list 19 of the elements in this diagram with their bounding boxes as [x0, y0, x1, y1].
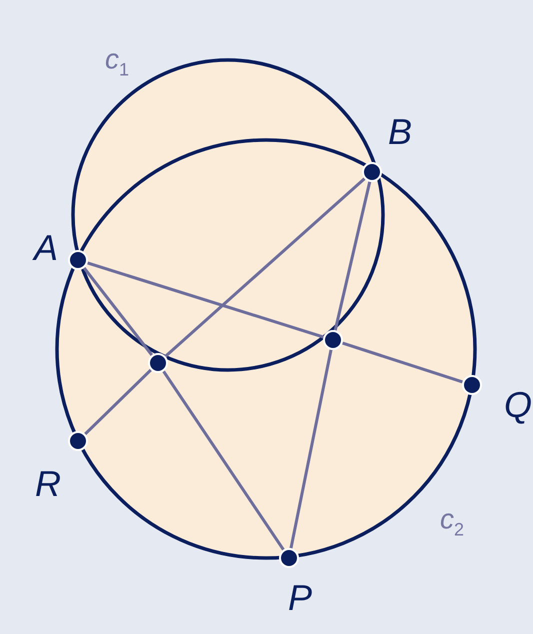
point-marker	[279, 548, 299, 568]
circle-label: c$_{2}$	[440, 504, 464, 540]
point-label: R	[35, 463, 61, 505]
point-label: Q	[504, 384, 532, 426]
point-label: P	[288, 577, 312, 619]
line-segment	[342, 342, 463, 384]
line-segment	[82, 266, 154, 356]
circle-label: c$_{1}$	[105, 44, 129, 80]
line-segment	[87, 262, 324, 338]
line-segment	[334, 181, 372, 331]
line-segment	[162, 370, 285, 551]
point-marker	[68, 250, 88, 270]
point-label: B	[388, 111, 412, 153]
line-segment	[84, 368, 152, 436]
point-marker	[68, 431, 88, 451]
line-segment	[164, 178, 366, 358]
point-label: A	[34, 227, 58, 269]
point-marker	[462, 375, 482, 395]
line-segment	[290, 350, 332, 548]
